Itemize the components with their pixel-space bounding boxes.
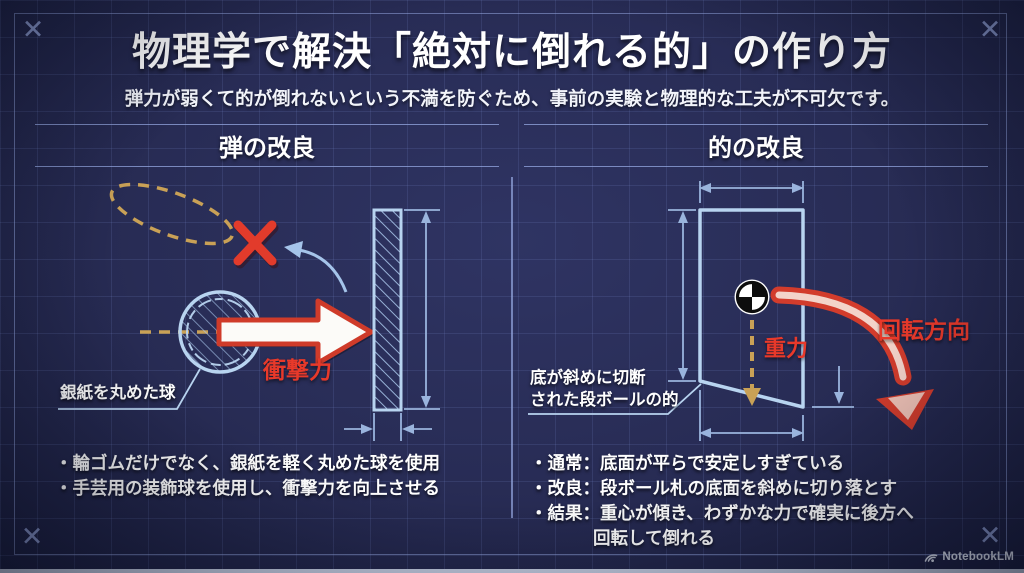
impact-force-label: 衝撃力 [263,357,332,383]
target-improvement-notes: ・通常：底面が平らで安定しすぎている ・改良：段ボール札の底面を斜めに切り落とす… [530,451,914,551]
gravity-arrow [743,320,761,406]
cardboard-target-label: 底が斜めに切断 された段ボールの的 [530,367,679,411]
bullet-improvement-notes: ・輪ゴムだけでなく、銀紙を軽く丸めた球を使用 ・手芸用の装飾球を使用し、衝撃力を… [55,451,440,501]
target-note-line: ・結果：重心が傾き、わずかな力で確実に後方へ [530,503,914,523]
target-note-line-continuation: 回転して倒れる [593,528,715,548]
target-thickness-dimension [344,413,432,441]
cardboard-target-label-line1: 底が斜めに切断 [530,369,646,387]
foil-ball-label: 銀紙を丸めた球 [60,384,176,402]
bullet-note-line: ・輪ゴムだけでなく、銀紙を軽く丸めた球を使用 [55,453,440,473]
deflection-arrow [284,241,348,293]
target-board [372,208,403,412]
miss-x-icon [233,220,279,269]
cut-drop-dimension [812,366,854,408]
rubber-band-loop [109,182,235,246]
cardboard-width-dimension [699,181,804,203]
notebooklm-brand-text: NotebookLM [942,550,1014,563]
rotation-direction-label: 回転方向 [878,317,970,343]
cardboard-height-dimension [668,209,696,382]
bullet-note-line: ・手芸用の装飾球を使用し、衝撃力を向上させる [55,478,440,498]
gravity-label: 重力 [764,336,809,361]
bottom-edge-strip [0,569,1024,573]
cardboard-target-label-line2: された段ボールの的 [530,391,679,409]
target-note-line: ・通常：底面が平らで安定しすぎている [530,453,845,473]
target-note-line: ・改良：段ボール札の底面を斜めに切り落とす [530,478,897,498]
notebooklm-logo-icon [925,554,938,562]
center-of-gravity-icon [734,279,770,315]
target-height-dimension [404,209,440,410]
notebooklm-watermark: NotebookLM [924,550,1014,563]
